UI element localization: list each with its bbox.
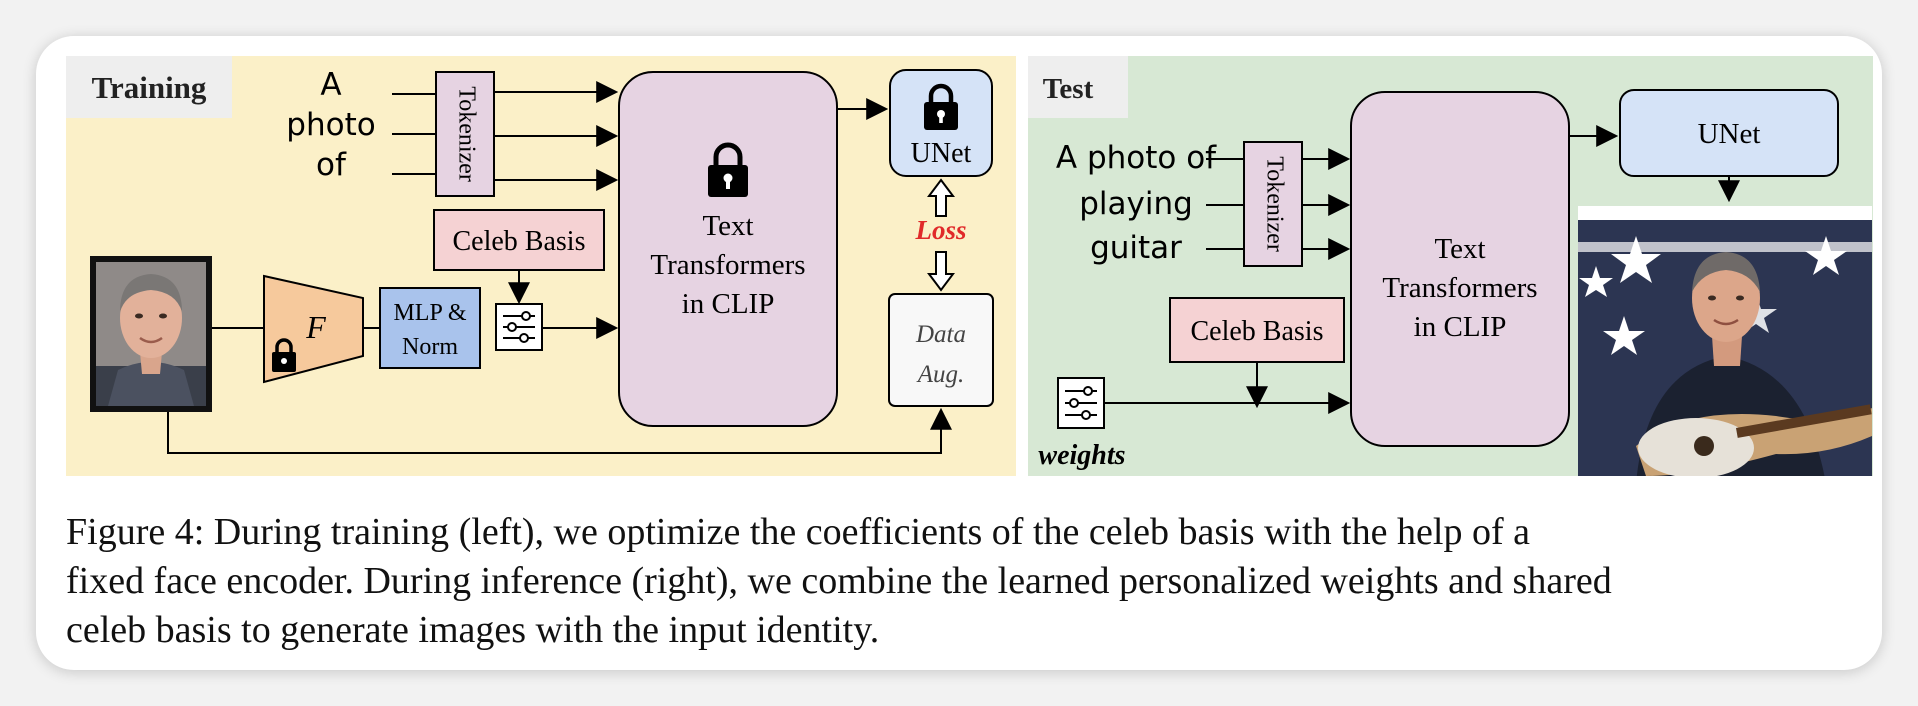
- training-mlp-norm-box: [379, 287, 481, 369]
- training-encoder-lock-icon: [272, 338, 296, 372]
- training-tokenizer-label: Tokenizer: [453, 86, 479, 182]
- test-label-box: [1028, 56, 1128, 118]
- training-unet-label: UNet: [911, 138, 972, 169]
- training-lock-icon: [708, 142, 748, 197]
- figure-caption: Figure 4: During training (left), we opt…: [66, 508, 1856, 655]
- test-panel-label: Test: [1043, 73, 1094, 105]
- training-mlp-label-line2: Norm: [402, 334, 458, 360]
- training-unet-lock-icon: [924, 83, 958, 130]
- training-tokenizer-box: [435, 71, 495, 197]
- test-tokenizer-label: Tokenizer: [1261, 156, 1287, 252]
- training-token-of: of: [316, 147, 347, 183]
- test-prompt-line-3: guitar: [1090, 230, 1182, 266]
- figure-card: Training A photo of Tokenizer Text Trans…: [36, 36, 1882, 670]
- test-text-transformer-line3: in CLIP: [1414, 311, 1507, 343]
- training-label-box: [66, 56, 232, 118]
- training-loss-down-arrow: [927, 251, 955, 292]
- training-encoder-label: F: [305, 309, 326, 345]
- training-panel: Training A photo of Tokenizer Text Trans…: [66, 56, 1016, 476]
- training-mlp-label-line1: MLP &: [393, 300, 466, 326]
- output-star-3: [1805, 236, 1847, 275]
- caption-line-1: Figure 4: During training (left), we opt…: [66, 511, 1530, 553]
- output-star-2: [1603, 316, 1645, 355]
- training-weights-slider-icon: [495, 303, 543, 351]
- test-celeb-basis-label: Celeb Basis: [1191, 316, 1324, 347]
- test-prompt-line-1: A photo of: [1056, 140, 1217, 176]
- training-data-aug-box: [888, 293, 994, 407]
- training-data-aug-line1: Data: [915, 321, 966, 348]
- test-celeb-basis-box: [1169, 297, 1345, 363]
- test-unet-label: UNet: [1698, 118, 1761, 150]
- training-celeb-basis-label: Celeb Basis: [453, 226, 586, 257]
- caption-line-3: celeb basis to generate images with the …: [66, 609, 880, 651]
- training-panel-label: Training: [92, 70, 207, 105]
- output-star-5: [1579, 266, 1613, 297]
- test-text-transformer-line1: Text: [1434, 233, 1485, 265]
- training-token-photo: photo: [286, 107, 375, 143]
- training-text-transformer-line3: in CLIP: [682, 288, 775, 320]
- training-loss-up-arrow: [927, 178, 955, 217]
- training-text-transformer-box: [618, 71, 838, 427]
- training-data-aug-line2: Aug.: [916, 361, 965, 388]
- output-star-1: [1611, 236, 1661, 283]
- test-text-transformer-box: [1350, 91, 1570, 447]
- test-tokenizer-box: [1243, 141, 1303, 267]
- caption-line-2: fixed face encoder. During inference (ri…: [66, 560, 1612, 602]
- training-token-a: A: [320, 67, 341, 103]
- training-text-transformer-line2: Transformers: [650, 249, 805, 281]
- method-diagram: Training A photo of Tokenizer Text Trans…: [66, 56, 1873, 476]
- test-prompt-line-2: playing: [1079, 186, 1193, 222]
- test-output-image: [1578, 206, 1872, 476]
- test-weights-label: weights: [1038, 440, 1125, 471]
- training-text-transformer-line1: Text: [702, 210, 753, 242]
- training-loss-label: Loss: [914, 215, 966, 245]
- training-face-to-data-aug-arrow: [167, 407, 952, 454]
- training-face-photo: [90, 256, 212, 412]
- test-text-transformer-line2: Transformers: [1382, 272, 1537, 304]
- test-weights-slider-icon: [1057, 377, 1105, 429]
- test-panel: Test A photo of playing guitar Tokenizer…: [1028, 56, 1873, 476]
